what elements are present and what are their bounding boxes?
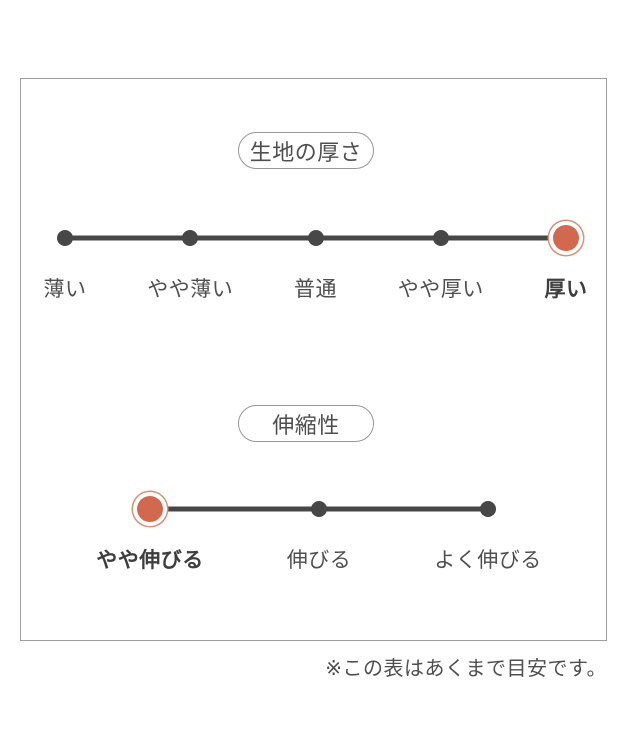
thickness-dot-4 — [432, 230, 449, 246]
thickness-label-thin: 薄い — [43, 278, 87, 301]
stretch-dot-2 — [311, 501, 327, 517]
stretch-labels-row: やや伸びる 伸びる よく伸びる — [96, 544, 541, 572]
thickness-dot-2 — [182, 230, 199, 246]
thickness-label-somewhat-thin: やや薄い — [147, 278, 234, 301]
guide-panel: 生地の厚さ 薄い やや薄い 普通 やや厚い 厚い 伸縮性 やや伸 — [20, 78, 607, 641]
thickness-scale-track — [57, 218, 579, 258]
thickness-dot-selected — [553, 225, 579, 251]
stretch-title-label: 伸縮性 — [272, 412, 340, 438]
thickness-label-somewhat-thick: やや厚い — [397, 278, 484, 301]
thickness-label-normal: 普通 — [294, 278, 337, 301]
stretch-dot-selected — [137, 496, 163, 522]
stretch-title-pill: 伸縮性 — [238, 405, 374, 442]
stretch-label-very-stretchy: よく伸びる — [434, 549, 542, 572]
thickness-title-label: 生地の厚さ — [249, 139, 363, 165]
thickness-label-thick: 厚い — [544, 278, 588, 301]
thickness-title-pill: 生地の厚さ — [238, 132, 374, 169]
stretch-scale-track — [137, 489, 496, 529]
stretch-dot-3 — [480, 501, 496, 517]
thickness-labels-row: 薄い やや薄い 普通 やや厚い 厚い — [44, 273, 588, 301]
stretch-label-stretchy: 伸びる — [286, 549, 352, 572]
stretch-label-somewhat-stretchy: やや伸びる — [96, 549, 204, 572]
footnote: ※この表はあくまで目安です。 — [325, 658, 607, 680]
thickness-dot-1 — [57, 230, 73, 246]
thickness-dot-3 — [307, 230, 324, 246]
